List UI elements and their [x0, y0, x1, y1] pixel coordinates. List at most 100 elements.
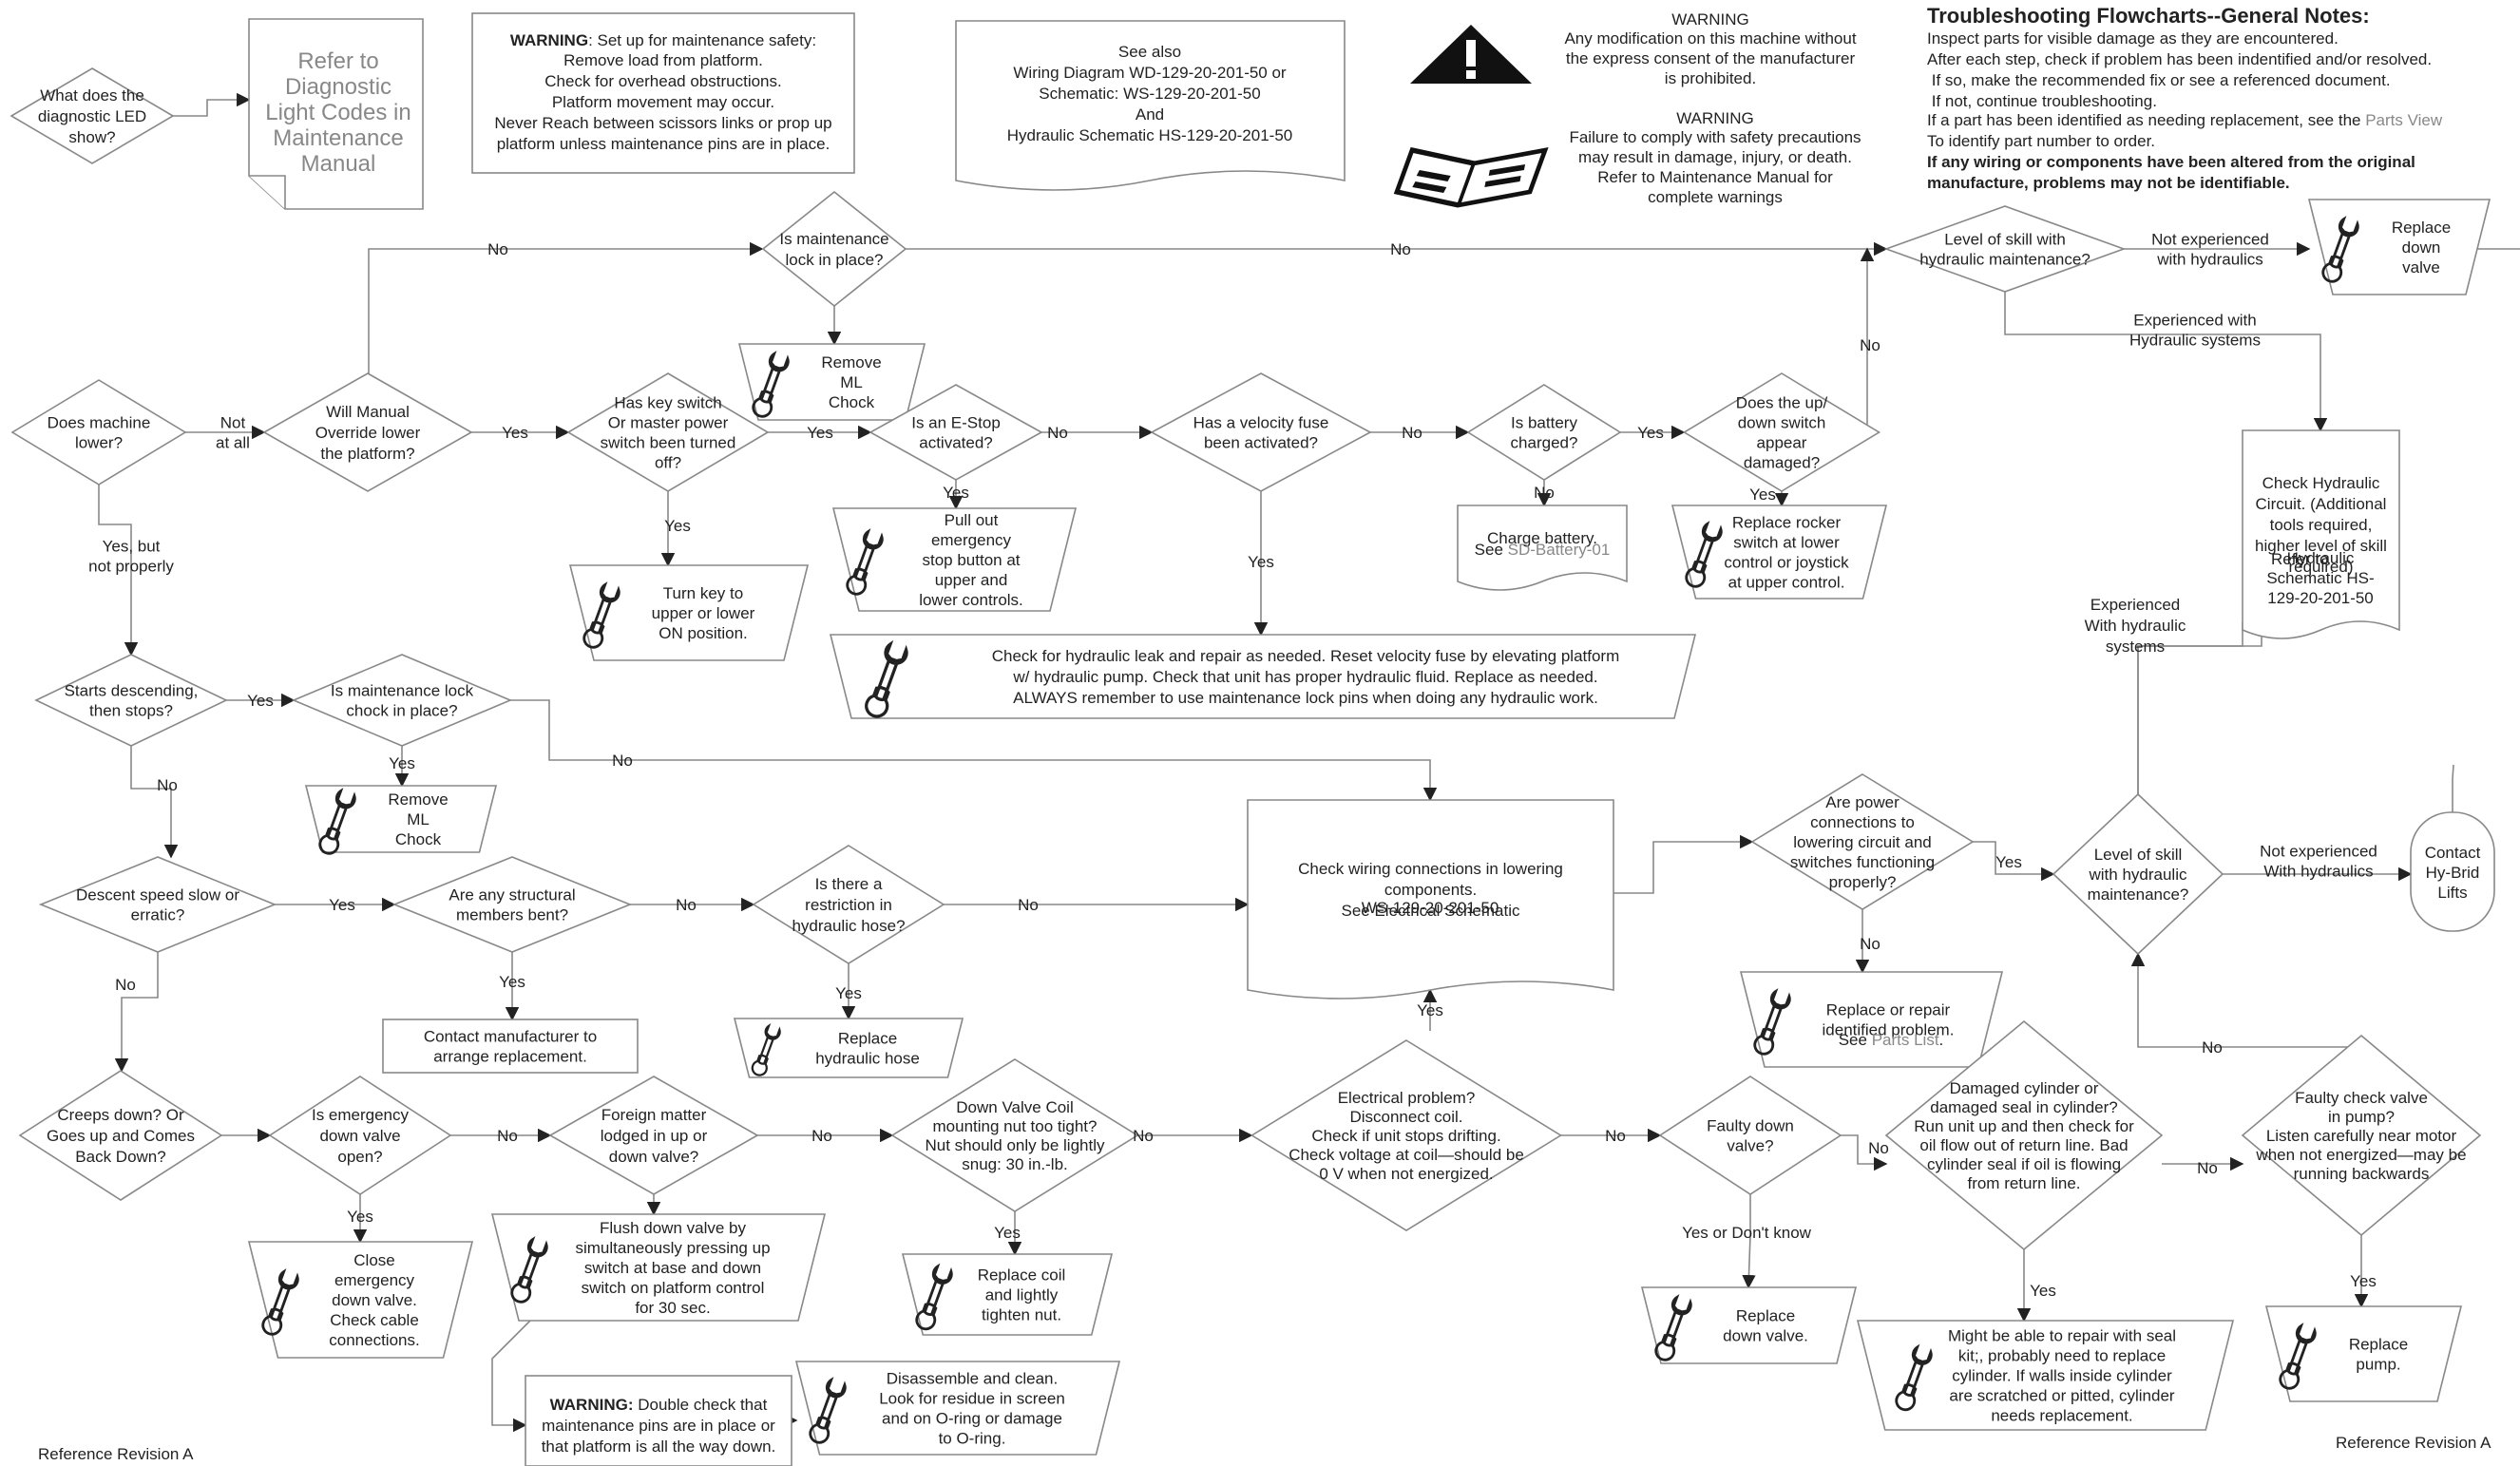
edge-label-yes-structural: Yes [499, 973, 525, 991]
connector [1742, 1194, 1756, 1289]
edge-label-yes-velocity: Yes [1248, 553, 1274, 571]
wiring-link: WS-129-20-201-50 [1362, 899, 1499, 917]
edge-label-no-top-mid: No [1390, 240, 1411, 258]
edge-label-no-coil: No [1133, 1127, 1154, 1145]
edge-label-no-chock: No [612, 752, 633, 770]
connector [2130, 952, 2362, 1048]
edge-label-no-electrical: No [1605, 1127, 1626, 1145]
edge-label-yes-coil: Yes [994, 1224, 1021, 1242]
electrical-diamond: Electrical problem?Disconnect coil.Check… [1250, 1039, 1563, 1231]
connector [1841, 1134, 1888, 1171]
edge-label-no-velocity: No [1402, 424, 1422, 442]
hydraulic-leak-box-text: Check for hydraulic leak and repair as n… [992, 647, 1620, 707]
check-hydraulic-ref: Refer to [2271, 550, 2328, 568]
general-notes-identify: To identify part number to order. [1927, 132, 2155, 150]
edge-label-no-power: No [1860, 935, 1880, 953]
warning-maintenance-heading: WARNING: Set up for maintenance safety: [510, 31, 816, 49]
connector [2004, 292, 2328, 432]
edge-label-yes-power: Yes [1995, 853, 2022, 871]
edge-label-yes-key-to-estop: Yes [807, 424, 833, 442]
edge-label-no-descent: No [115, 976, 136, 994]
edge-label-yes-updown: Yes [1749, 485, 1776, 504]
disassemble-box: Disassemble and clean.Look for residue i… [794, 1361, 1121, 1456]
footer-left: Reference Revision A [38, 1445, 194, 1463]
warning-compliance-title: WARNING [1676, 109, 1754, 127]
edge-label-no-battery: No [1534, 484, 1555, 502]
replace-repair-ref: See Parts List. [1839, 1031, 1944, 1049]
edge-label-no-damaged: No [2197, 1159, 2218, 1177]
connector [368, 241, 764, 373]
edge-label-no-top-left: No [487, 240, 508, 258]
charge-battery-doc-text: Charge battery. [1487, 529, 1597, 547]
connector [1973, 841, 2055, 882]
edge-label-yes-battery: Yes [1637, 424, 1664, 442]
starts-desc-diamond-text: Starts descending,then stops? [65, 682, 199, 720]
edge-label-no-faulty: No [1868, 1139, 1889, 1157]
connector [510, 699, 1438, 802]
warning-triangle-icon [1410, 25, 1532, 84]
starts-desc-diamond: Starts descending,then stops? [34, 654, 228, 747]
edge-label-yes-chock: Yes [389, 754, 415, 772]
warning-compliance-body: Failure to comply with safety precaution… [1569, 128, 1861, 206]
edge-label-no-check-up: No [2202, 1038, 2223, 1057]
edge-label-yes-key: Yes [664, 517, 691, 535]
general-notes-parts: If a part has been identified as needing… [1927, 111, 2443, 129]
edge-label-no-estop: No [1047, 424, 1068, 442]
edge-label-yes-estop: Yes [943, 484, 969, 502]
edge-label-yes-descent: Yes [329, 896, 355, 914]
warning-modification-title: WARNING [1671, 10, 1749, 29]
